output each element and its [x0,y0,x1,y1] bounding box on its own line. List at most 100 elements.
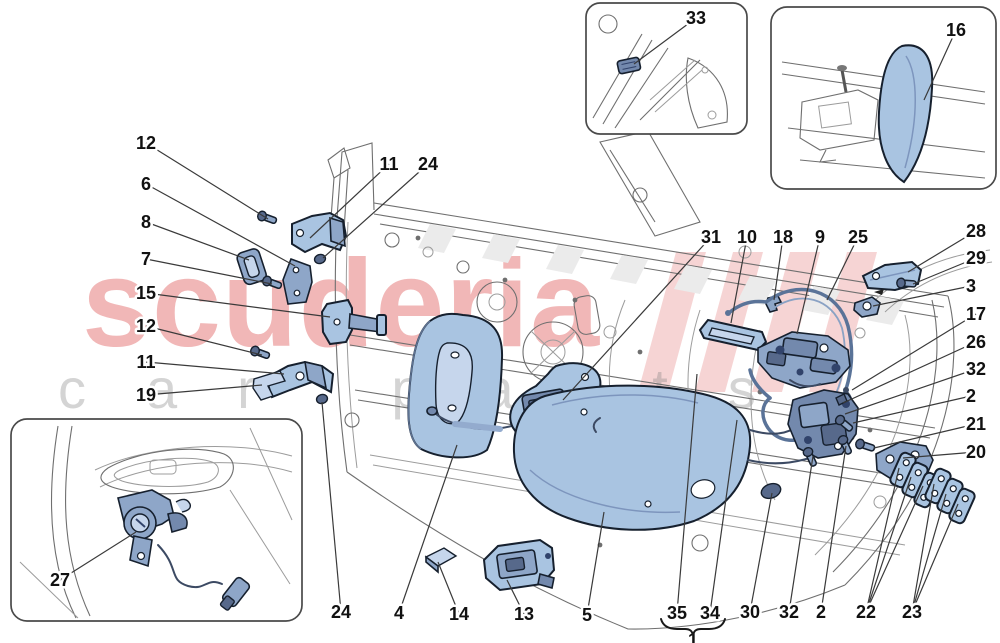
leader-line-28 [907,230,977,273]
callout-11: 11 [136,352,155,372]
callout-11: 11 [379,154,398,174]
callout-14: 14 [449,604,469,624]
inset-box-16 [770,6,997,190]
leader-line-9 [796,236,821,335]
leader-line-24 [321,401,342,613]
callout-7: 7 [141,249,151,269]
leader-line-35 [676,373,698,614]
part-handle-recess-10 [698,318,768,352]
part-bracket-19 [252,370,287,401]
callout-9: 9 [815,227,825,247]
callout-24: 24 [331,602,351,622]
leader-line-22 [865,467,900,613]
leader-line-32 [844,368,977,415]
leader-line-14 [437,561,460,615]
callout-17: 17 [966,304,986,324]
callout-31: 31 [701,227,721,247]
callout-2: 2 [966,386,976,406]
leader-line-3 [872,285,972,307]
callout-3: 3 [966,276,976,296]
callout-12: 12 [136,133,156,153]
callout-34: 34 [700,603,720,623]
part-bracket-3 [853,296,881,318]
leader-line-21 [873,423,977,449]
leader-line-23 [911,483,935,613]
callout-28: 28 [966,221,986,241]
leader-line-5 [586,511,605,616]
callout-32: 32 [779,602,799,622]
part-actuator-13 [482,538,556,592]
leader-line-30 [749,492,773,613]
leader-line-17 [851,313,977,391]
part-clip-33 [616,56,642,75]
inset-box-27 [10,418,303,622]
callout-27: 27 [50,570,70,590]
callout-1: 1 [688,630,698,643]
plug-24-upper [313,253,327,265]
leader-line-25 [826,236,859,301]
part-check-strap-15 [320,298,387,346]
leader-line-18 [773,236,784,301]
callout-23: 23 [902,602,922,622]
leader-line-4 [398,444,458,614]
callout-30: 30 [740,602,760,622]
grommet-30 [760,482,782,500]
callout-2: 2 [816,602,826,622]
callout-22: 22 [856,602,876,622]
part-plate-6 [282,257,313,305]
callout-5: 5 [582,605,592,625]
leader-line-34 [709,419,738,614]
leader-line-11 [309,163,390,239]
callout-29: 29 [966,248,986,268]
leader-line-10 [730,236,748,324]
leader-line-29 [912,257,977,285]
leader-line-22 [865,485,924,613]
part-pad-14 [424,547,458,574]
leader-line-19 [145,384,263,396]
callout-10: 10 [737,227,757,247]
callout-26: 26 [966,332,986,352]
leader-line-20 [902,451,977,459]
callout-6: 6 [141,174,151,194]
callout-18: 18 [773,227,793,247]
leader-line-12 [145,325,263,356]
part-insulation-panel-5 [512,384,855,531]
leader-line-16 [923,29,957,101]
leader-line-32 [788,455,814,613]
callout-20: 20 [966,442,986,462]
leader-line-15 [145,292,331,318]
leader-line-22 [865,476,912,613]
leader-line-31 [562,236,712,401]
callout-33: 33 [686,8,706,28]
part-lock-27 [117,489,251,611]
assembly-1-brace [660,618,726,636]
inset-16-art [781,44,986,184]
leader-line-11 [145,361,285,375]
leader-line-24 [322,163,429,259]
inset-33-art [592,14,728,129]
callout-19: 19 [136,385,156,405]
part-upper-hinge [291,211,348,254]
inset-27-art [19,425,293,619]
leader-line-27 [59,531,137,581]
callout-12: 12 [136,316,156,336]
callout-35: 35 [667,603,687,623]
leader-line-23 [911,493,947,613]
callout-13: 13 [514,604,534,624]
leader-line-12 [145,142,269,220]
part-handle-mechanism-9 [757,331,851,389]
callout-16: 16 [946,20,966,40]
leader-line-33 [633,17,697,65]
inset-box-33 [585,2,748,135]
plug-24-lower [315,393,329,405]
part-trim-panel-4 [407,312,504,459]
callout-15: 15 [136,283,156,303]
leader-line-23 [911,503,959,613]
leader-line-13 [506,579,525,615]
callout-21: 21 [966,414,986,434]
callout-32: 32 [966,359,986,379]
callout-8: 8 [141,212,151,232]
